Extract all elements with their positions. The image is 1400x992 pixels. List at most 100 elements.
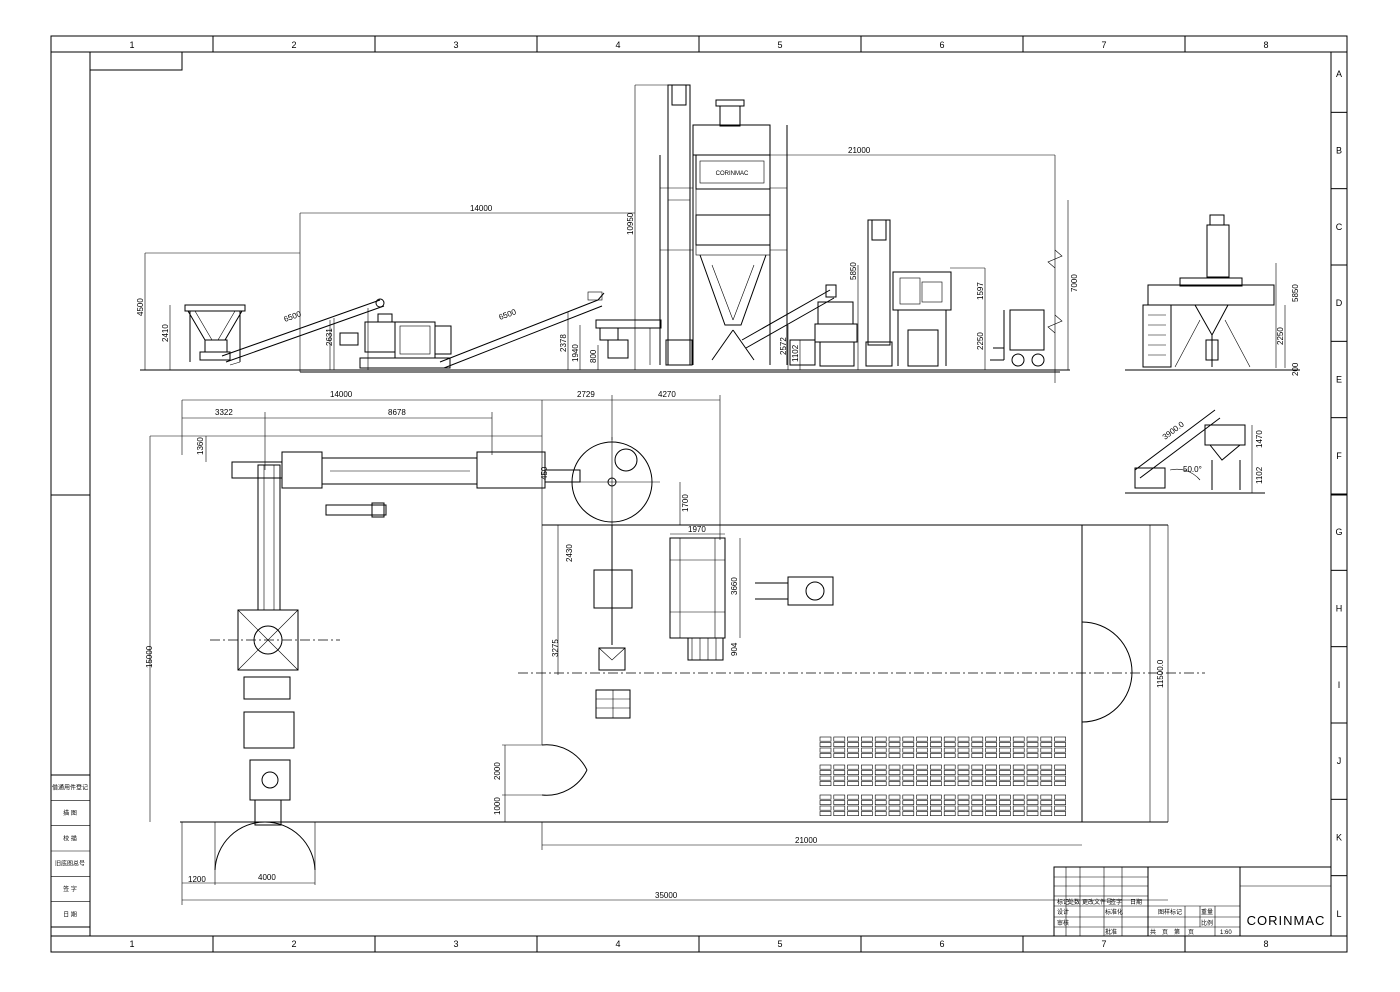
pallet-bag	[847, 770, 859, 775]
belt-conveyor-1	[221, 298, 385, 370]
pallet-bag	[985, 753, 997, 758]
plan-dimensions: 14000 3322 8678 2729 4270 1360 450 1700 …	[145, 390, 1168, 905]
column-label: 6	[939, 939, 944, 949]
dim-label: 4270	[658, 390, 676, 399]
pallet-bag	[833, 805, 846, 811]
pallet-bag	[1026, 805, 1039, 811]
tb-sheet-page: 页	[1162, 929, 1168, 936]
pallet-bag	[861, 764, 873, 770]
pallet-bag	[916, 800, 928, 805]
dim-label: 1700	[681, 494, 690, 512]
pallet-bag	[1012, 800, 1025, 805]
pallet-bag	[819, 747, 832, 753]
pallet-bag	[1012, 753, 1025, 758]
row-label: F	[1336, 451, 1342, 461]
pallet-bag	[971, 811, 984, 816]
pallet-bag	[957, 770, 970, 775]
column-label: 7	[1101, 40, 1106, 50]
pallet-bag	[957, 753, 970, 758]
pallet-bag	[888, 770, 901, 775]
dim-label: 2631	[325, 328, 334, 346]
pallet-bag	[902, 800, 915, 805]
pallet-bag	[1012, 770, 1025, 775]
pallet-bag	[971, 781, 984, 786]
dim-label: 1470	[1255, 430, 1264, 448]
pallet-bag	[930, 775, 942, 781]
pallet-bag	[943, 764, 956, 770]
pallet-bag	[1012, 747, 1025, 753]
pallet-bag	[874, 770, 887, 775]
pallet-bag	[957, 800, 970, 805]
pallet-bag	[1026, 742, 1039, 747]
column-label: 3	[453, 40, 458, 50]
column-label: 2	[291, 40, 296, 50]
tb-mark: 标记	[1057, 898, 1069, 906]
forklift	[990, 309, 1045, 367]
belt-conveyor-2	[439, 291, 605, 369]
pallet-bag	[861, 781, 873, 786]
pallet-bag	[1026, 753, 1039, 758]
pallet-bag	[971, 805, 984, 811]
column-label: 7	[1101, 939, 1106, 949]
pallet-bag	[985, 800, 997, 805]
pallet-bag	[943, 781, 956, 786]
pallet-bag	[902, 770, 915, 775]
pallet-bag	[833, 764, 846, 770]
dim-label: 21000	[848, 146, 871, 155]
pallet-bag	[943, 811, 956, 816]
dim-label: 200	[1291, 362, 1300, 376]
column-label: 8	[1263, 939, 1268, 949]
dim-label: 15000	[145, 645, 154, 668]
dim-label: 1200	[188, 875, 206, 884]
pallet-bag	[971, 794, 984, 800]
dim-label: 2572	[779, 337, 788, 355]
row-label: H	[1336, 604, 1343, 614]
pallet-bag	[1026, 781, 1039, 786]
side-table-cell: 描 图	[63, 809, 77, 817]
dim-label: 7000	[1070, 274, 1079, 292]
pallet-bag	[957, 811, 970, 816]
pallet-bag	[930, 753, 942, 758]
row-label: D	[1336, 298, 1343, 308]
pallet-bag	[916, 794, 928, 800]
tb-stage: 图样标记	[1158, 908, 1182, 916]
pallet-bag	[874, 800, 887, 805]
pallet-bag	[930, 736, 942, 742]
pallet-bag	[874, 764, 887, 770]
pallet-bag	[874, 742, 887, 747]
pallet-bag	[985, 747, 997, 753]
dim-label: 21000	[795, 836, 818, 845]
pallet-bag	[902, 775, 915, 781]
pallet-bag	[861, 742, 873, 747]
dim-label: 3660	[730, 577, 739, 595]
pallet-bag	[874, 736, 887, 742]
pallet-bag	[1054, 753, 1066, 758]
dim-label: 50.0°	[1183, 465, 1202, 474]
dim-label: 5850	[849, 262, 858, 280]
column-label: 4	[615, 939, 620, 949]
pallet-bag	[930, 764, 942, 770]
pallet-bag	[874, 781, 887, 786]
pallet-bag	[930, 747, 942, 753]
pallet-bag	[1040, 800, 1053, 805]
pallet-bag	[861, 805, 873, 811]
dim-label: 2430	[565, 544, 574, 562]
pallet-bag	[847, 775, 859, 781]
pallet-bag	[833, 794, 846, 800]
pallet-bag	[943, 775, 956, 781]
pallet-bag	[847, 736, 859, 742]
pallet-bag	[819, 805, 832, 811]
side-table-cell: 借通用件登记	[52, 784, 88, 792]
pallet-bag	[1040, 794, 1053, 800]
pallet-bag	[999, 736, 1011, 742]
plan-belt-conveyor	[237, 464, 299, 671]
pallet-bag	[888, 736, 901, 742]
pallet-bag	[1012, 764, 1025, 770]
pallet-bag	[957, 794, 970, 800]
plan-dryer-line	[231, 451, 581, 518]
dim-label: 4000	[258, 873, 276, 882]
pallet-bag	[888, 805, 901, 811]
tb-change-doc: 更改文件号	[1082, 898, 1112, 906]
pallet-bag	[1040, 781, 1053, 786]
pallet-bag	[985, 736, 997, 742]
